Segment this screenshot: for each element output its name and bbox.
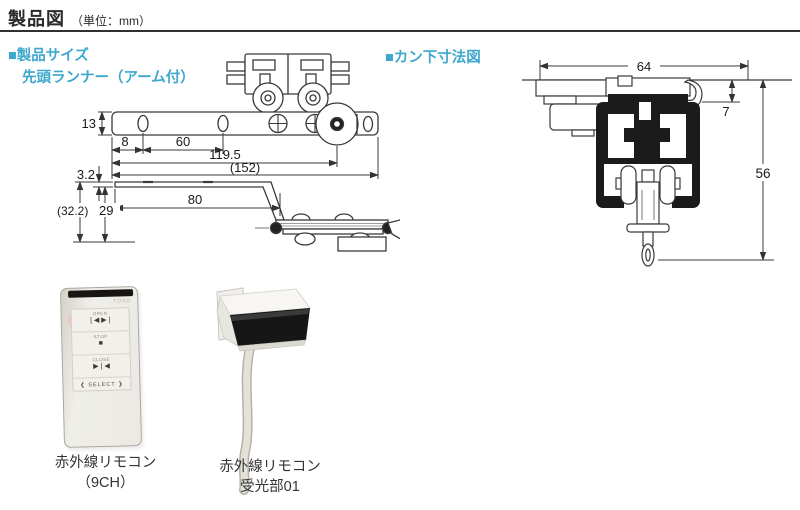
- dim-3-2: 3.2: [77, 167, 95, 182]
- unit-note: （単位：mm）: [71, 14, 151, 28]
- section-kan-drop: ■カン下寸法図: [385, 50, 481, 66]
- remote-select-button: ❮ SELECT ❯: [80, 381, 124, 389]
- dim-119-5: 119.5: [209, 147, 241, 162]
- stop-icon: ■: [98, 339, 104, 348]
- section-product-size: ■製品サイズ 先頭ランナー（アーム付）: [8, 46, 195, 90]
- dim-60: 60: [176, 134, 190, 149]
- runner-dimension-labels: 13 8 60 119.5 (152) 3.2 (32.2) 29 80: [57, 116, 260, 218]
- receiver-device: [216, 287, 311, 495]
- runner-diagram: 13 8 60 119.5 (152) 3.2 (32.2) 29 80: [55, 38, 430, 273]
- dim-80: 80: [188, 192, 202, 207]
- dim-8: 8: [121, 134, 128, 149]
- receiver-caption: 赤外線リモコン 受光部01: [196, 457, 344, 498]
- page-header: 製品図 （単位：mm）: [8, 5, 151, 31]
- remote-photo: TOSO OPEN ❘◀ ▶❘ STOP ■ CLOSE ▶❘◀ ❮ SELEC…: [59, 286, 143, 448]
- section-product-size-line1: ■製品サイズ: [8, 48, 89, 64]
- receiver-photo: [198, 282, 338, 497]
- remote-caption: 赤外線リモコン （9CH）: [33, 453, 178, 494]
- dim-7: 7: [722, 104, 729, 119]
- arm-side-view: [114, 180, 430, 252]
- receiver-caption-line1: 赤外線リモコン: [219, 459, 321, 475]
- close-icon: ▶❘◀: [93, 362, 110, 371]
- dim-13: 13: [82, 116, 96, 131]
- page-title: 製品図: [8, 9, 65, 29]
- receiver-caption-line2: 受光部01: [240, 479, 300, 496]
- rail-runner-hook: [615, 165, 681, 267]
- dim-56: 56: [755, 166, 770, 181]
- rail-diagram: 64 7 56: [520, 50, 795, 275]
- remote-caption-line1: 赤外線リモコン: [54, 455, 157, 471]
- dim-152: (152): [230, 160, 260, 175]
- open-icon: ❘◀ ▶❘: [87, 316, 113, 325]
- arm-bar-top-view: [111, 102, 379, 146]
- runner-assembly-top: [226, 53, 350, 114]
- remote-open-button: OPEN ❘◀ ▶❘: [71, 308, 130, 333]
- remote-close-button: CLOSE ▶❘◀: [72, 354, 131, 379]
- header-divider: [0, 30, 800, 32]
- dim-64: 64: [637, 59, 651, 74]
- remote-brand: TOSO: [113, 298, 132, 305]
- dim-32-2: (32.2): [57, 204, 88, 218]
- section-product-size-line2: 先頭ランナー（アーム付）: [22, 69, 195, 86]
- remote-ir-window: [67, 289, 134, 298]
- dim-29: 29: [99, 203, 113, 218]
- rail-dimension-labels: 64 7 56: [637, 59, 771, 181]
- remote-stop-button: STOP ■: [72, 331, 130, 356]
- remote-caption-line2: （9CH）: [76, 475, 135, 492]
- remote-button-panel: OPEN ❘◀ ▶❘ STOP ■ CLOSE ▶❘◀ ❮ SELECT ❯: [70, 307, 132, 392]
